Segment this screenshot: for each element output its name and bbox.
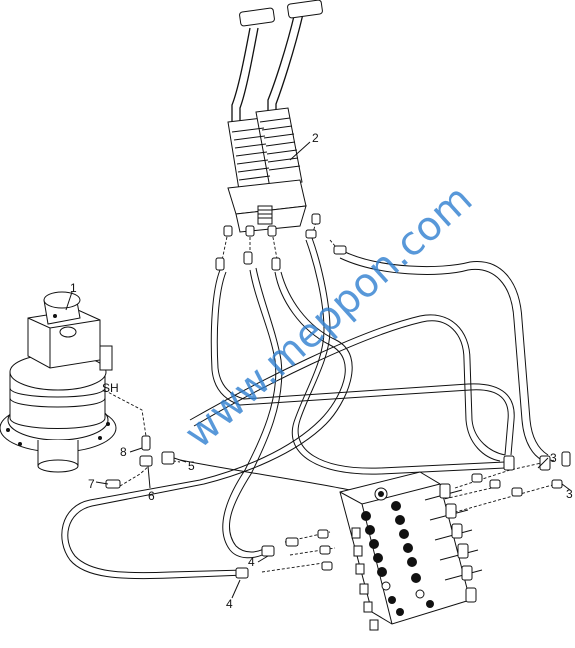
hose-e: [297, 237, 506, 469]
watermark: www.meppon.com: [176, 176, 481, 457]
hose-b: [344, 251, 549, 456]
label-4-lower: 4: [226, 597, 233, 611]
main-control-valve: [339, 471, 483, 631]
fittings: [105, 213, 571, 579]
label-4-upper: 4: [248, 555, 255, 569]
hoses: [61, 237, 549, 580]
label-8: 8: [120, 445, 127, 459]
label-5: 5: [188, 459, 195, 473]
center-swivel-joint: [0, 291, 117, 473]
label-6: 6: [148, 489, 155, 503]
hose-d: [61, 271, 346, 580]
travel-pedal-valve: [227, 0, 323, 233]
label-7: 7: [88, 477, 95, 491]
hose-a: [210, 269, 509, 456]
label-3-lower: 3: [566, 487, 573, 501]
label-sh: SH: [102, 381, 119, 395]
label-2: 2: [312, 131, 319, 145]
hose-f: [189, 314, 506, 456]
dashed-leaders: [99, 221, 557, 573]
label-3-upper: 3: [550, 451, 557, 465]
hose-c: [222, 269, 277, 559]
label-1: 1: [70, 281, 77, 295]
label-leaders: [65, 141, 571, 599]
